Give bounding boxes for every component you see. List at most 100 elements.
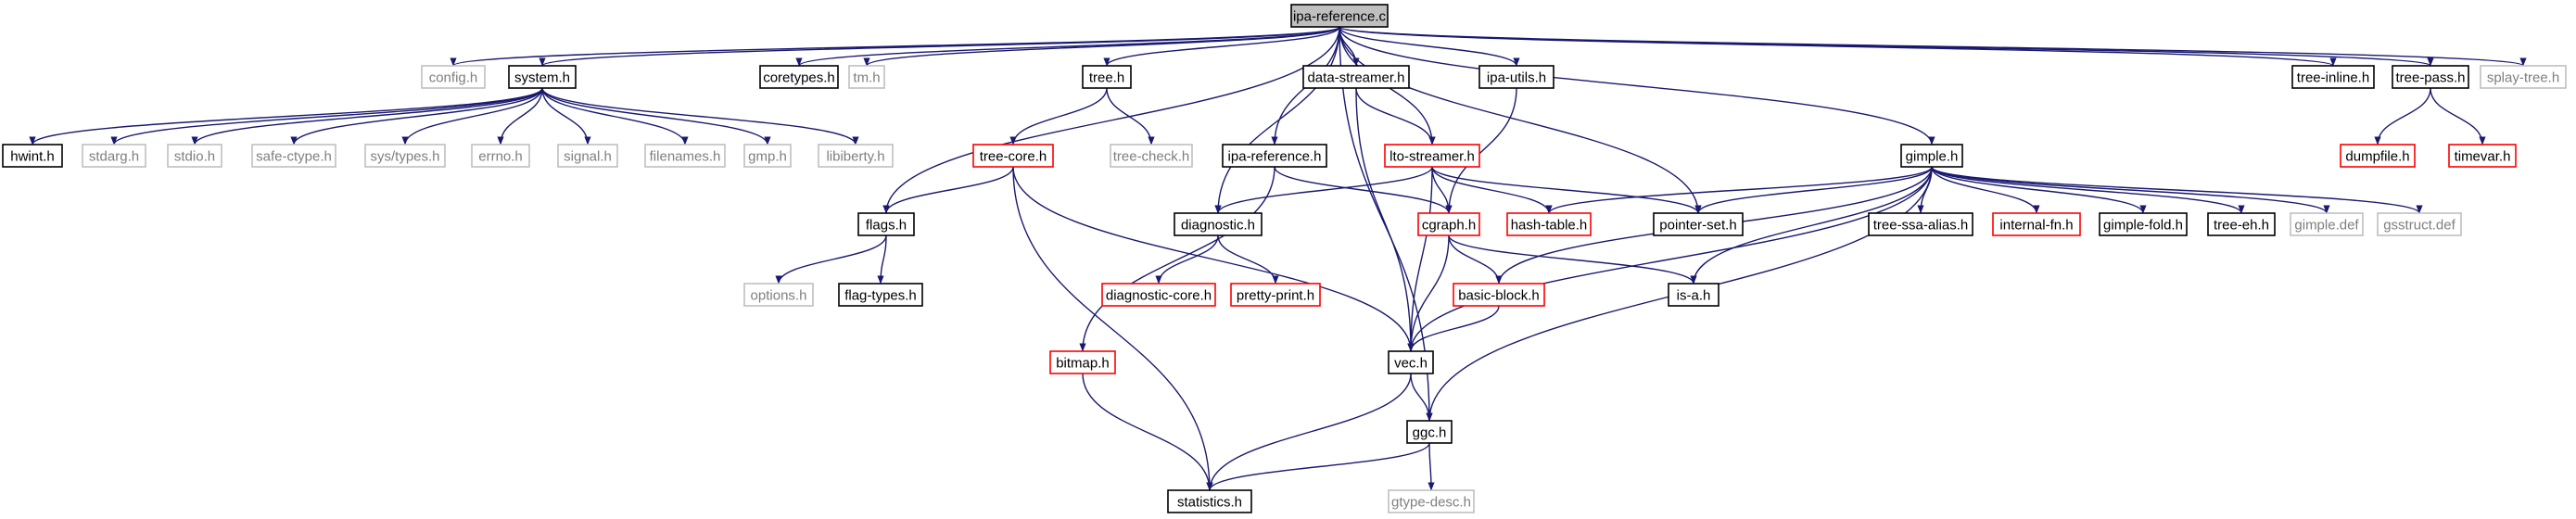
- node-ggc-h[interactable]: ggc.h: [1406, 420, 1453, 444]
- edge-gimple-h-to-gimple-fold-h: [1931, 166, 2147, 214]
- node-signal-h[interactable]: signal.h: [557, 144, 618, 168]
- node-box: [1668, 283, 1719, 307]
- node-label: tree-eh.h: [2214, 218, 2269, 234]
- node-box: [1868, 212, 1973, 236]
- node-dumpfile-h[interactable]: dumpfile.h: [2340, 144, 2416, 168]
- node-pointer-set-h[interactable]: pointer-set.h: [1653, 212, 1744, 236]
- node-tree-check-h[interactable]: tree-check.h: [1110, 144, 1193, 168]
- node-tm-h[interactable]: tm.h: [848, 65, 885, 89]
- node-filenames-h[interactable]: filenames.h: [644, 144, 726, 168]
- node-label: cgraph.h: [1422, 218, 1476, 234]
- edge-tree-h-to-tree-check-h: [1106, 87, 1155, 146]
- edge-tree-h-to-tree-core-h: [1009, 87, 1108, 146]
- edge-cgraph-h-to-vec-h: [1407, 234, 1450, 352]
- node-libiberty-h[interactable]: libiberty.h: [818, 144, 894, 168]
- node-bitmap-h[interactable]: bitmap.h: [1049, 350, 1116, 374]
- edge-tree-pass-h-to-dumpfile-h: [2374, 87, 2431, 146]
- node-internal-fn-h[interactable]: internal-fn.h: [1992, 212, 2081, 236]
- node-stdarg-h[interactable]: stdarg.h: [82, 144, 146, 168]
- node-gsstruct-def[interactable]: gsstruct.def: [2377, 212, 2462, 236]
- node-ipa-utils-h[interactable]: ipa-utils.h: [1478, 65, 1554, 89]
- node-box: [2377, 212, 2462, 236]
- node-tree-ssa-alias-h[interactable]: tree-ssa-alias.h: [1868, 212, 1973, 236]
- node-label: stdio.h: [174, 149, 215, 165]
- node-label: safe-ctype.h: [256, 149, 332, 165]
- node-label: pointer-set.h: [1659, 218, 1736, 234]
- node-box: [1992, 212, 2081, 236]
- edge-ipa-utils-h-to-cgraph-h: [1445, 87, 1517, 214]
- node-system-h[interactable]: system.h: [508, 65, 577, 89]
- node-box: [2, 144, 63, 168]
- edge-system-h-to-filenames-h: [541, 87, 689, 146]
- node-pretty-print-h[interactable]: pretty-print.h: [1230, 283, 1321, 307]
- edge-gimple-h-to-hash-table-h: [1545, 166, 1933, 214]
- node-label: tm.h: [853, 70, 880, 86]
- node-box: [508, 65, 577, 89]
- node-safe-ctype-h[interactable]: safe-ctype.h: [251, 144, 336, 168]
- node-box: [1174, 212, 1263, 236]
- node-timevar-h[interactable]: timevar.h: [2448, 144, 2517, 168]
- edge-gimple-h-to-gimple-def: [1931, 166, 2330, 214]
- node-label: diagnostic.h: [1181, 218, 1255, 234]
- node-gtype-desc-h[interactable]: gtype-desc.h: [1388, 489, 1475, 513]
- node-coretypes-h[interactable]: coretypes.h: [759, 65, 839, 89]
- node-label: data-streamer.h: [1307, 70, 1404, 86]
- node-label: basic-block.h: [1458, 288, 1540, 304]
- node-flags-h[interactable]: flags.h: [857, 212, 915, 236]
- node-vec-h[interactable]: vec.h: [1388, 350, 1434, 374]
- node-config-h[interactable]: config.h: [421, 65, 486, 89]
- edge-tree-core-h-to-vec-h: [1012, 166, 1415, 352]
- node-splay-tree-h[interactable]: splay-tree.h: [2480, 65, 2567, 89]
- node-gimple-def[interactable]: gimple.def: [2290, 212, 2364, 236]
- node-sys-types-h[interactable]: sys/types.h: [364, 144, 446, 168]
- node-cgraph-h[interactable]: cgraph.h: [1417, 212, 1480, 236]
- node-label: gimple.h: [1906, 149, 1959, 165]
- edge-cgraph-h-to-basic-block-h: [1448, 234, 1503, 285]
- node-box: [1388, 350, 1434, 374]
- edge-flags-h-to-options-h: [775, 234, 887, 285]
- node-gimple-fold-h[interactable]: gimple-fold.h: [2099, 212, 2188, 236]
- node-label: flags.h: [866, 218, 907, 234]
- node-box: [1110, 144, 1193, 168]
- node-box: [167, 144, 222, 168]
- node-lto-streamer-h[interactable]: lto-streamer.h: [1384, 144, 1480, 168]
- node-label: bitmap.h: [1056, 356, 1110, 372]
- node-tree-inline-h[interactable]: tree-inline.h: [2291, 65, 2375, 89]
- node-gimple-h[interactable]: gimple.h: [1900, 144, 1963, 168]
- edge-data-streamer-h-to-vec-h: [1355, 87, 1415, 352]
- node-box: [1388, 489, 1475, 513]
- node-tree-core-h[interactable]: tree-core.h: [972, 144, 1054, 168]
- node-hash-table-h[interactable]: hash-table.h: [1506, 212, 1592, 236]
- node-tree-pass-h[interactable]: tree-pass.h: [2392, 65, 2469, 89]
- node-is-a-h[interactable]: is-a.h: [1668, 283, 1719, 307]
- node-diagnostic-core-h[interactable]: diagnostic-core.h: [1101, 283, 1216, 307]
- node-label: is-a.h: [1677, 288, 1711, 304]
- node-tree-h[interactable]: tree.h: [1082, 65, 1132, 89]
- node-stdio-h[interactable]: stdio.h: [167, 144, 222, 168]
- node-options-h[interactable]: options.h: [743, 283, 814, 307]
- edge-ipa-reference-h-to-cgraph-h: [1274, 166, 1453, 214]
- node-tree-eh-h[interactable]: tree-eh.h: [2207, 212, 2276, 236]
- node-ipa-reference-c[interactable]: ipa-reference.c: [1290, 4, 1389, 28]
- node-basic-block-h[interactable]: basic-block.h: [1453, 283, 1545, 307]
- node-diagnostic-h[interactable]: diagnostic.h: [1174, 212, 1263, 236]
- node-flag-types-h[interactable]: flag-types.h: [838, 283, 923, 307]
- node-box: [251, 144, 336, 168]
- edge-diagnostic-h-to-pretty-print-h: [1217, 234, 1279, 285]
- edge-system-h-to-signal-h: [541, 87, 591, 146]
- edge-ipa-reference-c-to-gimple-h: [1339, 26, 1935, 146]
- node-gmp-h[interactable]: gmp.h: [743, 144, 792, 168]
- edge-system-h-to-stdio-h: [191, 87, 543, 146]
- edge-system-h-to-libiberty-h: [541, 87, 859, 146]
- edge-basic-block-h-to-vec-h: [1407, 305, 1500, 352]
- node-box: [364, 144, 446, 168]
- node-hwint-h[interactable]: hwint.h: [2, 144, 63, 168]
- node-ipa-reference-h[interactable]: ipa-reference.h: [1222, 144, 1327, 168]
- node-label: gsstruct.def: [2383, 218, 2455, 234]
- node-statistics-h[interactable]: statistics.h: [1167, 489, 1252, 513]
- node-label: config.h: [429, 70, 478, 86]
- node-box: [1222, 144, 1327, 168]
- node-data-streamer-h[interactable]: data-streamer.h: [1302, 65, 1410, 89]
- edge-cgraph-h-to-is-a-h: [1448, 234, 1697, 285]
- node-errno-h[interactable]: errno.h: [471, 144, 530, 168]
